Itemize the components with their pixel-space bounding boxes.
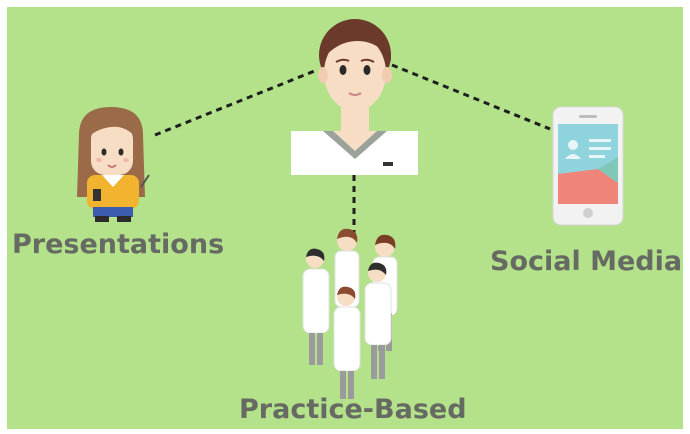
smartphone-icon bbox=[552, 106, 624, 226]
connector-to-presentations bbox=[154, 68, 318, 137]
practice-based-label: Practice-Based bbox=[239, 394, 467, 425]
presenter-girl-icon bbox=[77, 107, 150, 222]
connector-to-social-media bbox=[391, 63, 551, 131]
presentations-label: Presentations bbox=[12, 229, 225, 260]
social-media-label: Social Media bbox=[490, 246, 683, 277]
group-doctor-4 bbox=[364, 262, 392, 379]
group-doctor-3 bbox=[302, 248, 330, 365]
diagram-canvas: Presentations Social Media Practice-Base… bbox=[7, 7, 683, 429]
doctor-avatar-icon bbox=[291, 19, 418, 175]
doctor-group-icon bbox=[302, 228, 398, 399]
group-doctor-5 bbox=[333, 286, 361, 399]
diagram-artwork bbox=[77, 19, 624, 399]
